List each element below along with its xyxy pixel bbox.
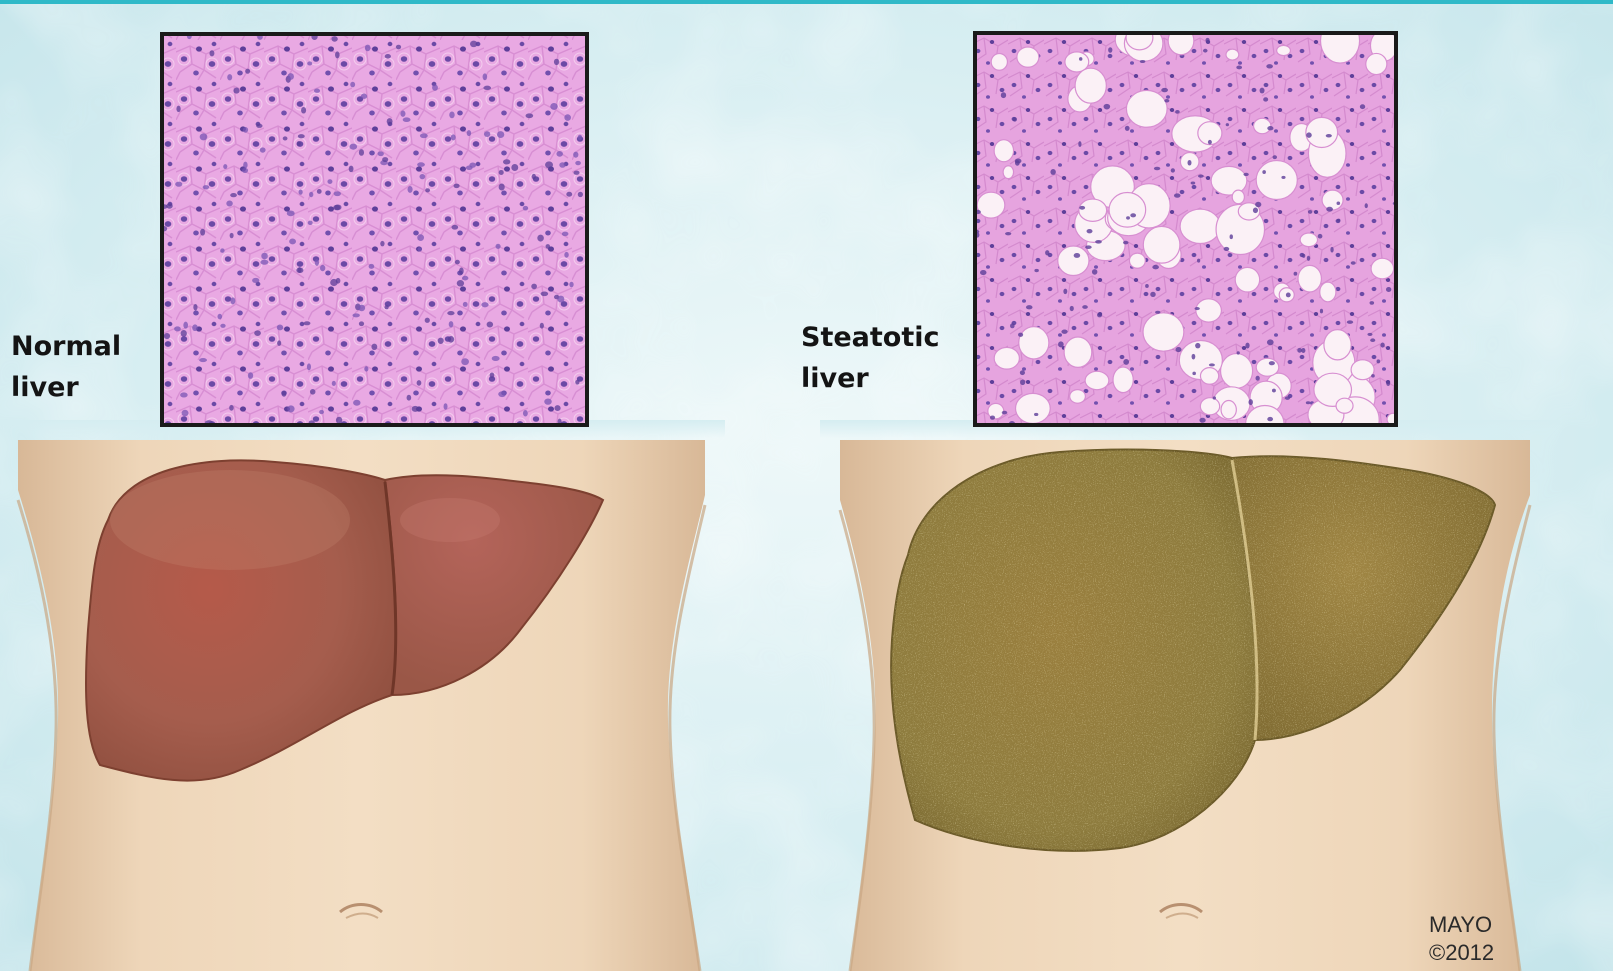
credit-line-1: MAYO [1429, 911, 1494, 939]
copyright-credit: MAYO ©2012 [1429, 911, 1494, 967]
steatotic-liver-label-line-2: liver [801, 359, 940, 400]
normal-liver-label-line-1: Normal [11, 327, 121, 368]
steatotic-liver-label-line-1: Steatotic [801, 318, 940, 359]
normal-liver-label: Normal liver [11, 327, 121, 408]
credit-line-2: ©2012 [1429, 939, 1494, 967]
normal-liver-histology [160, 33, 587, 425]
normal-liver-label-line-2: liver [11, 368, 121, 409]
steatotic-liver-label: Steatotic liver [801, 318, 940, 399]
steatotic-liver-histology [974, 18, 1399, 443]
